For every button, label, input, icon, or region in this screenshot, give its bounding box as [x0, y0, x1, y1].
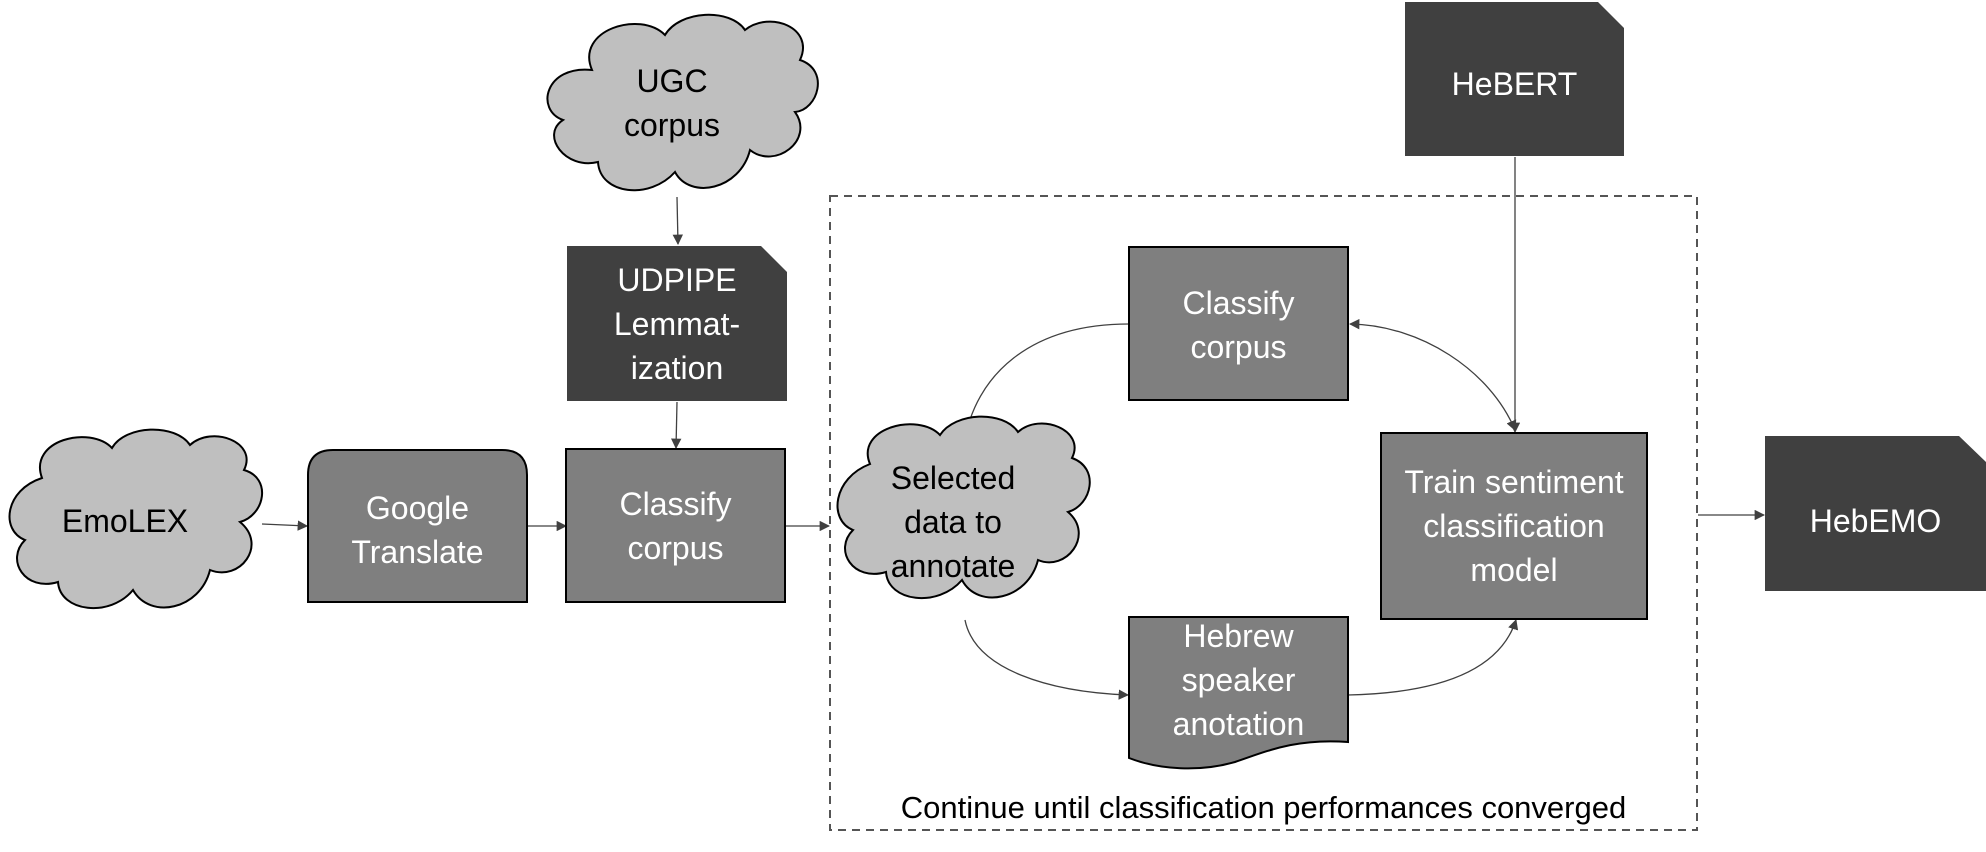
folded-card-icon [1765, 436, 1986, 591]
arrow-udpipe-to-classify [671, 401, 682, 450]
box-icon [1128, 246, 1349, 401]
arrow-selected-to-hebrew [964, 619, 1130, 700]
folded-card-icon [1405, 2, 1624, 156]
cloud-icon [8, 428, 263, 610]
selected-cloud [836, 415, 1091, 600]
emolex-cloud [8, 428, 263, 610]
arrow-emolex-to-google [261, 520, 309, 531]
folded-card-icon [567, 246, 787, 401]
box-icon [565, 448, 786, 603]
box-icon [1380, 432, 1648, 620]
cloud-icon [546, 13, 819, 192]
rounded-top-box-icon [307, 449, 528, 603]
arrow-train-to-classify2 [1348, 318, 1517, 431]
arrow-hebrew-to-train [1347, 619, 1519, 696]
cloud-icon [836, 415, 1091, 600]
loop-caption: Continue until classification performanc… [900, 790, 1627, 825]
arrow-ugc-to-udpipe [672, 196, 683, 246]
document-icon [1128, 616, 1349, 770]
ugc-cloud [546, 13, 819, 192]
loop-frame [829, 195, 1698, 831]
